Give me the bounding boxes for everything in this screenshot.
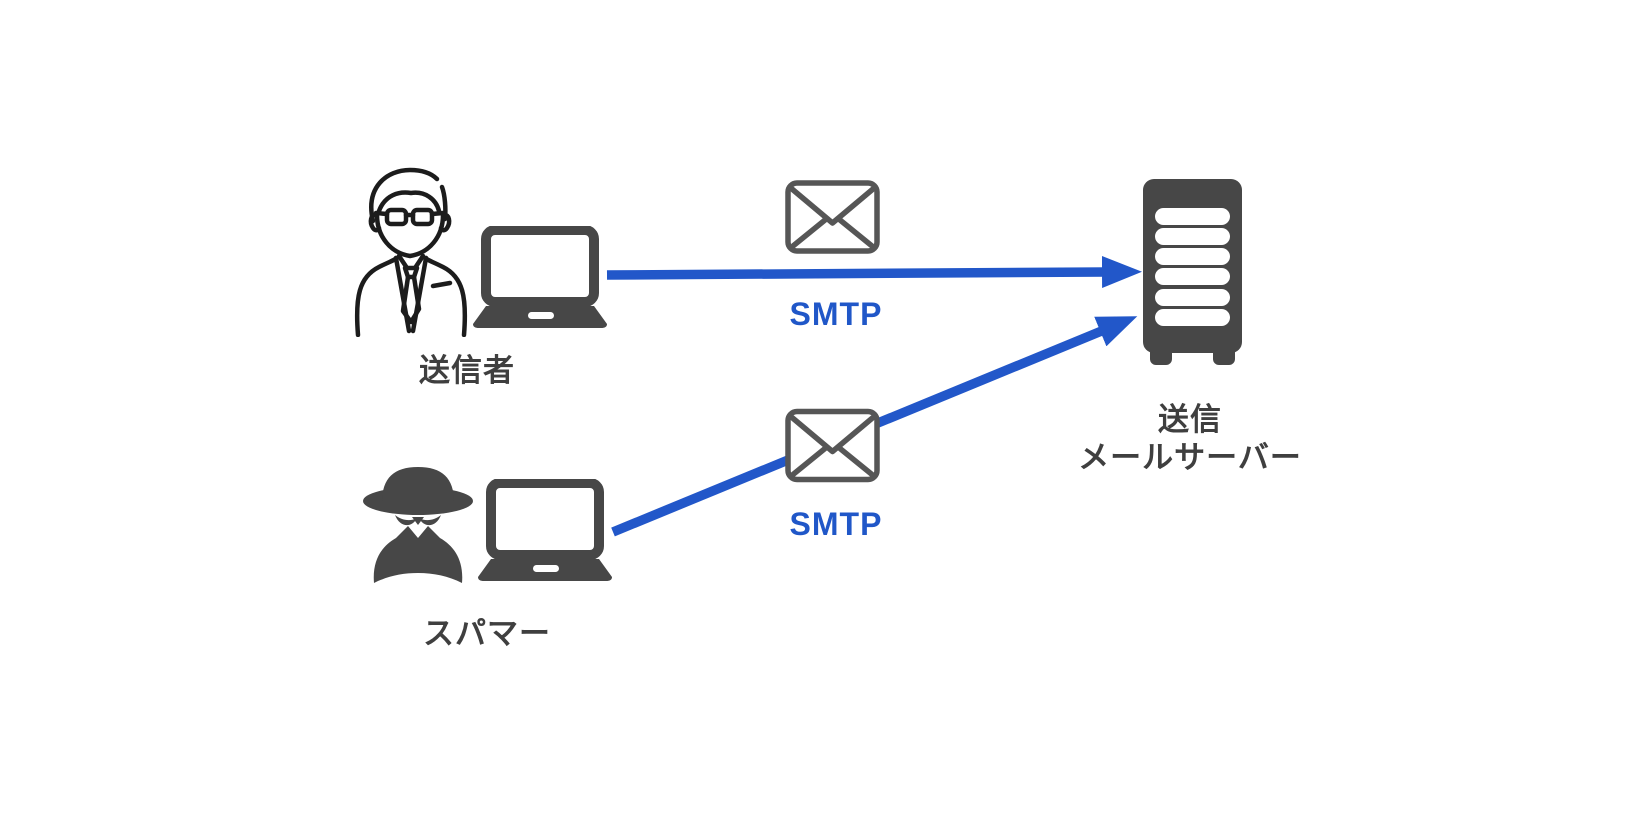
mail-server-label-line1: 送信 xyxy=(1158,402,1222,437)
envelope-icon xyxy=(785,180,880,254)
laptop-icon xyxy=(478,479,612,581)
spy-icon xyxy=(363,467,473,583)
mail-server-icon xyxy=(1143,179,1242,365)
smtp-label-sender: SMTP xyxy=(789,296,883,332)
mail-server-label: 送信 メールサーバー xyxy=(1040,401,1340,477)
sender-label: 送信者 xyxy=(419,353,515,388)
arrow-sender-to-server xyxy=(606,256,1142,289)
mail-server-label-line2: メールサーバー xyxy=(1078,440,1302,475)
laptop-icon xyxy=(473,226,607,328)
businessman-icon xyxy=(354,167,468,337)
smtp-label-spammer: SMTP xyxy=(789,506,883,542)
spammer-label: スパマー xyxy=(423,616,551,651)
envelope-icon xyxy=(785,408,880,483)
